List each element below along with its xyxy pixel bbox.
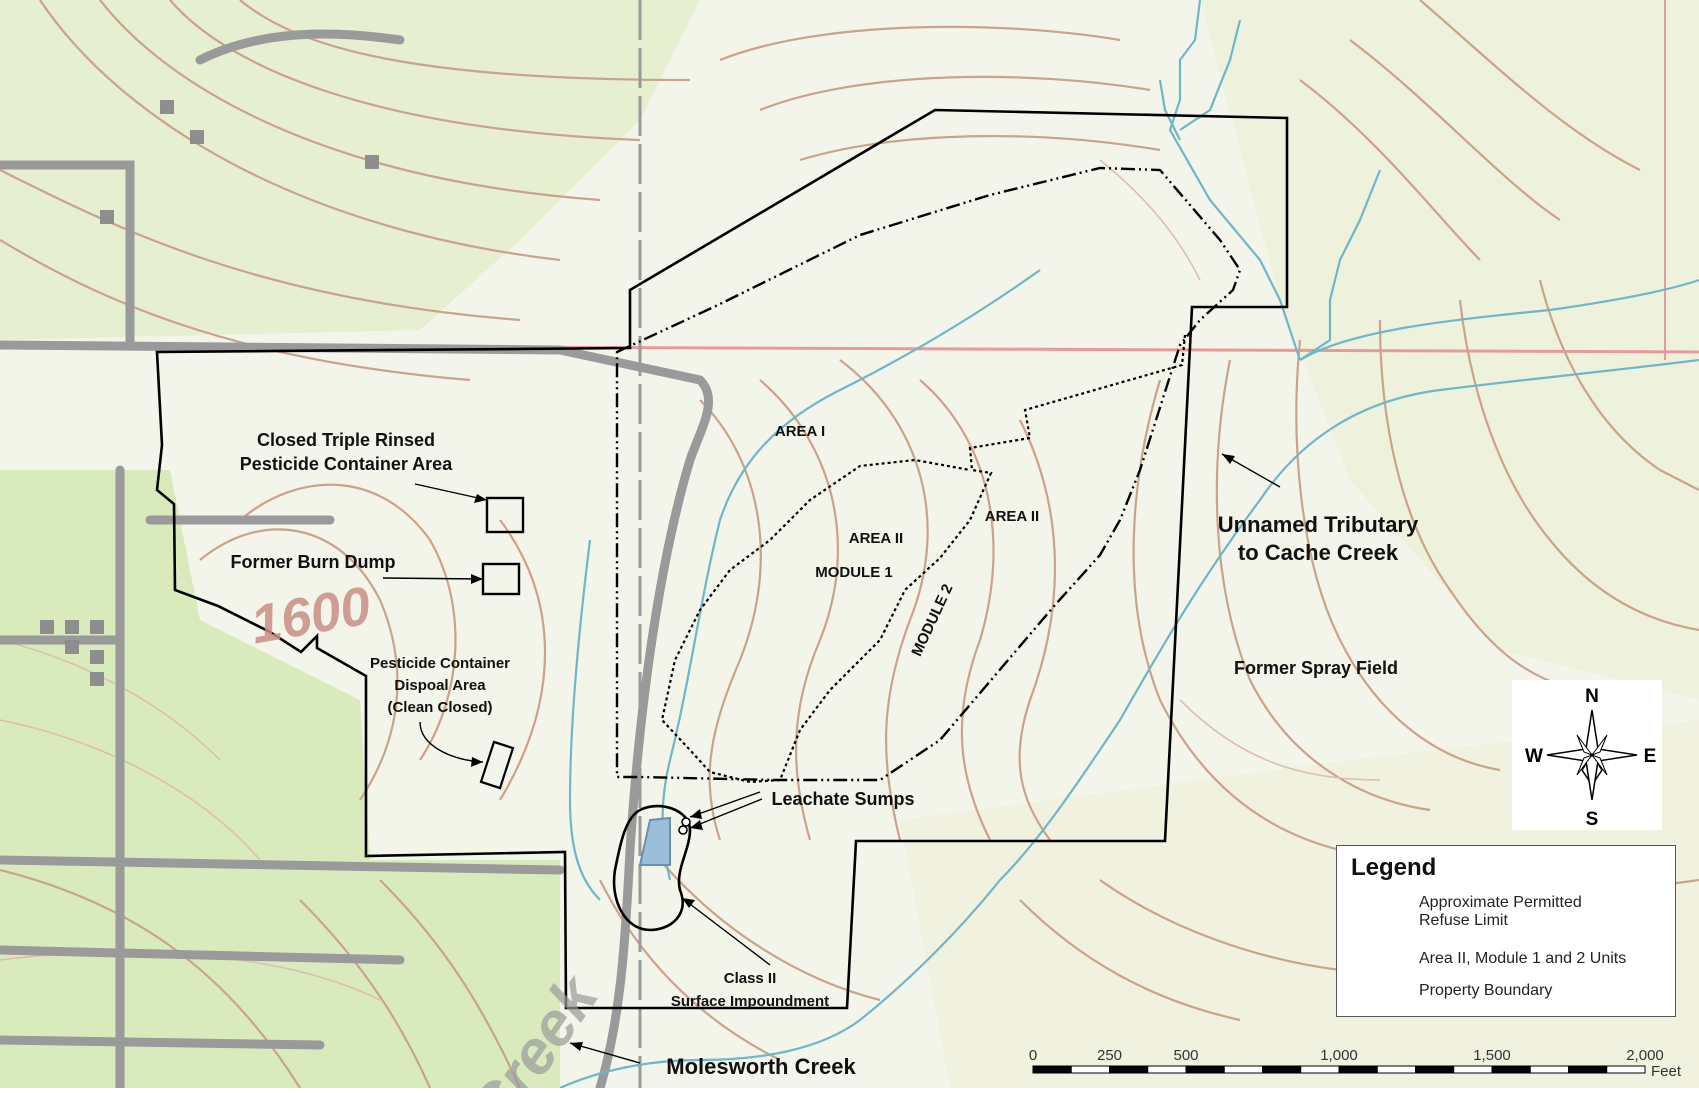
scale-segment: [1491, 1065, 1531, 1074]
leachate-sump-2: [678, 825, 688, 835]
scale-segment: [1147, 1065, 1187, 1074]
module-units: [660, 334, 1187, 784]
scale-segment: [1300, 1065, 1340, 1074]
label-pesticide-container: Pesticide Container: [370, 655, 510, 672]
label-molesworth-creek: Molesworth Creek: [666, 1054, 856, 1079]
label-pesticide-container-area: Pesticide Container Area: [240, 454, 453, 474]
label-surface-impoundment: Surface Impoundment: [671, 993, 829, 1010]
compass-rose-icon: N S W E: [1525, 686, 1657, 830]
label-former-spray-field: Former Spray Field: [1234, 658, 1398, 678]
scale-tick-label: 0: [1029, 1047, 1037, 1064]
compass-n: N: [1585, 686, 1599, 707]
legend-title: Legend: [1351, 854, 1437, 881]
label-class-ii: Class II: [724, 970, 777, 987]
scale-segment: [1262, 1065, 1302, 1074]
scale-segment: [1606, 1065, 1646, 1074]
scale-tick-label: 500: [1173, 1047, 1198, 1064]
scale-segment: [1568, 1065, 1608, 1074]
pesticide-disposal-box: [479, 740, 515, 790]
impoundment-water: [638, 816, 671, 866]
scale-segment: [1032, 1065, 1072, 1074]
scale-segment: [1338, 1065, 1378, 1074]
scale-tick-label: 1,500: [1473, 1047, 1511, 1064]
roads: [0, 0, 714, 1088]
label-area-i: AREA I: [775, 423, 825, 440]
label-unnamed-tributary: Unnamed Tributary: [1218, 512, 1419, 537]
label-to-cache-creek: to Cache Creek: [1238, 540, 1399, 565]
scale-tick-label: 250: [1097, 1047, 1122, 1064]
triple-rinsed-area-box: [485, 496, 525, 534]
scale-tick-label: 2,000: [1626, 1047, 1664, 1064]
compass-s: S: [1586, 809, 1599, 830]
streams: [559, 0, 1699, 1088]
legend-item-permitted-text-1: Approximate Permitted: [1419, 894, 1582, 911]
north-arrow: N S W E: [1512, 680, 1662, 830]
property-boundary: [155, 108, 1289, 1010]
vegetation-area-nw: [0, 0, 700, 340]
scale-segment: [1109, 1065, 1149, 1074]
leader-arrows: [382, 453, 1281, 1064]
compass-e: E: [1644, 746, 1657, 767]
compass-w: W: [1525, 746, 1543, 767]
legend-item-permitted-text-2: Refuse Limit: [1419, 912, 1508, 929]
scale-segment: [1529, 1065, 1569, 1074]
permitted-refuse-limit: [615, 166, 1242, 782]
surface-impoundment: [612, 804, 692, 932]
label-clean-closed: (Clean Closed): [387, 699, 492, 716]
label-dispoal-area: Dispoal Area: [394, 677, 486, 694]
legend-item-boundary-text: Property Boundary: [1419, 982, 1553, 999]
label-closed-triple-rinsed: Closed Triple Rinsed: [257, 430, 435, 450]
scale-segment: [1376, 1065, 1416, 1074]
vegetation-area-sw: [0, 470, 560, 1088]
scale-segment: [1415, 1065, 1455, 1074]
scale-segment: [1453, 1065, 1493, 1074]
label-former-burn-dump: Former Burn Dump: [230, 552, 395, 572]
scale-segment: [1070, 1065, 1110, 1074]
legend-item-modules-text: Area II, Module 1 and 2 Units: [1419, 950, 1627, 967]
scale-segment: [1185, 1065, 1225, 1074]
label-leachate-sumps: Leachate Sumps: [771, 789, 914, 809]
label-module-1: MODULE 1: [815, 564, 893, 581]
label-area-ii-module2: AREA II: [985, 508, 1039, 525]
scale-segment: [1223, 1065, 1263, 1074]
leachate-sump-1: [681, 817, 691, 827]
label-area-ii-module1: AREA II: [849, 530, 903, 547]
scale-unit-label: Feet: [1651, 1063, 1682, 1080]
scale-tick-label: 1,000: [1320, 1047, 1358, 1064]
